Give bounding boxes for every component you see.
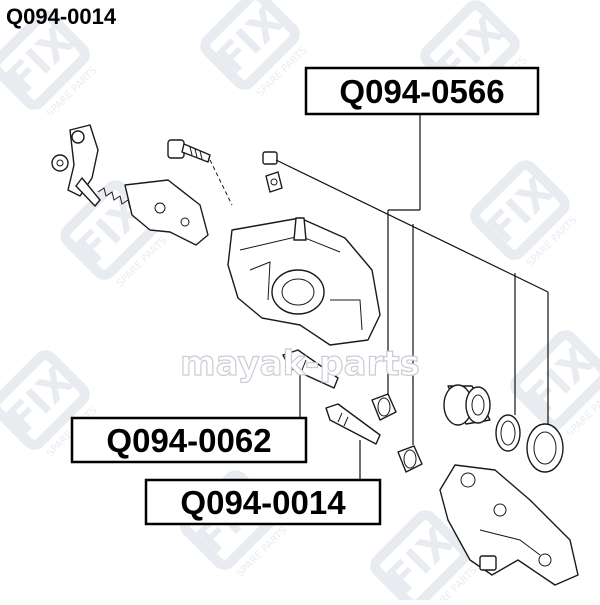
page-title: Q094-0014 [6,4,117,29]
callout-guide-pin-upper-label: Q094-0062 [106,422,271,459]
parking-brake-lever [51,124,101,207]
caliper-bracket [439,464,579,586]
callout-seal-kit-label: Q094-0566 [339,73,504,110]
caliper-bolt [167,139,233,206]
callout-guide-pin-lower: Q094-0014 [144,478,382,526]
callout-guide-pin-upper: Q094-0062 [70,416,308,464]
piston-seal [495,414,521,452]
caliper-body [227,217,381,346]
overlay-watermark-text: mayak-parts [180,344,420,384]
dust-boot [526,423,564,473]
callout-seal-kit: Q094-0566 [304,66,540,116]
guide-pin-boot-upper [371,393,397,421]
lever-bracket [124,179,209,246]
callout-guide-pin-lower-label: Q094-0014 [180,484,346,521]
caliper-piston [443,384,491,426]
guide-pin-upper-part [282,349,339,389]
leader-lines [275,112,549,480]
guide-pin-boot-lower [397,445,423,473]
guide-pin-lower-part [325,403,381,445]
return-spring [97,187,131,209]
bleeder-screw [262,151,283,193]
